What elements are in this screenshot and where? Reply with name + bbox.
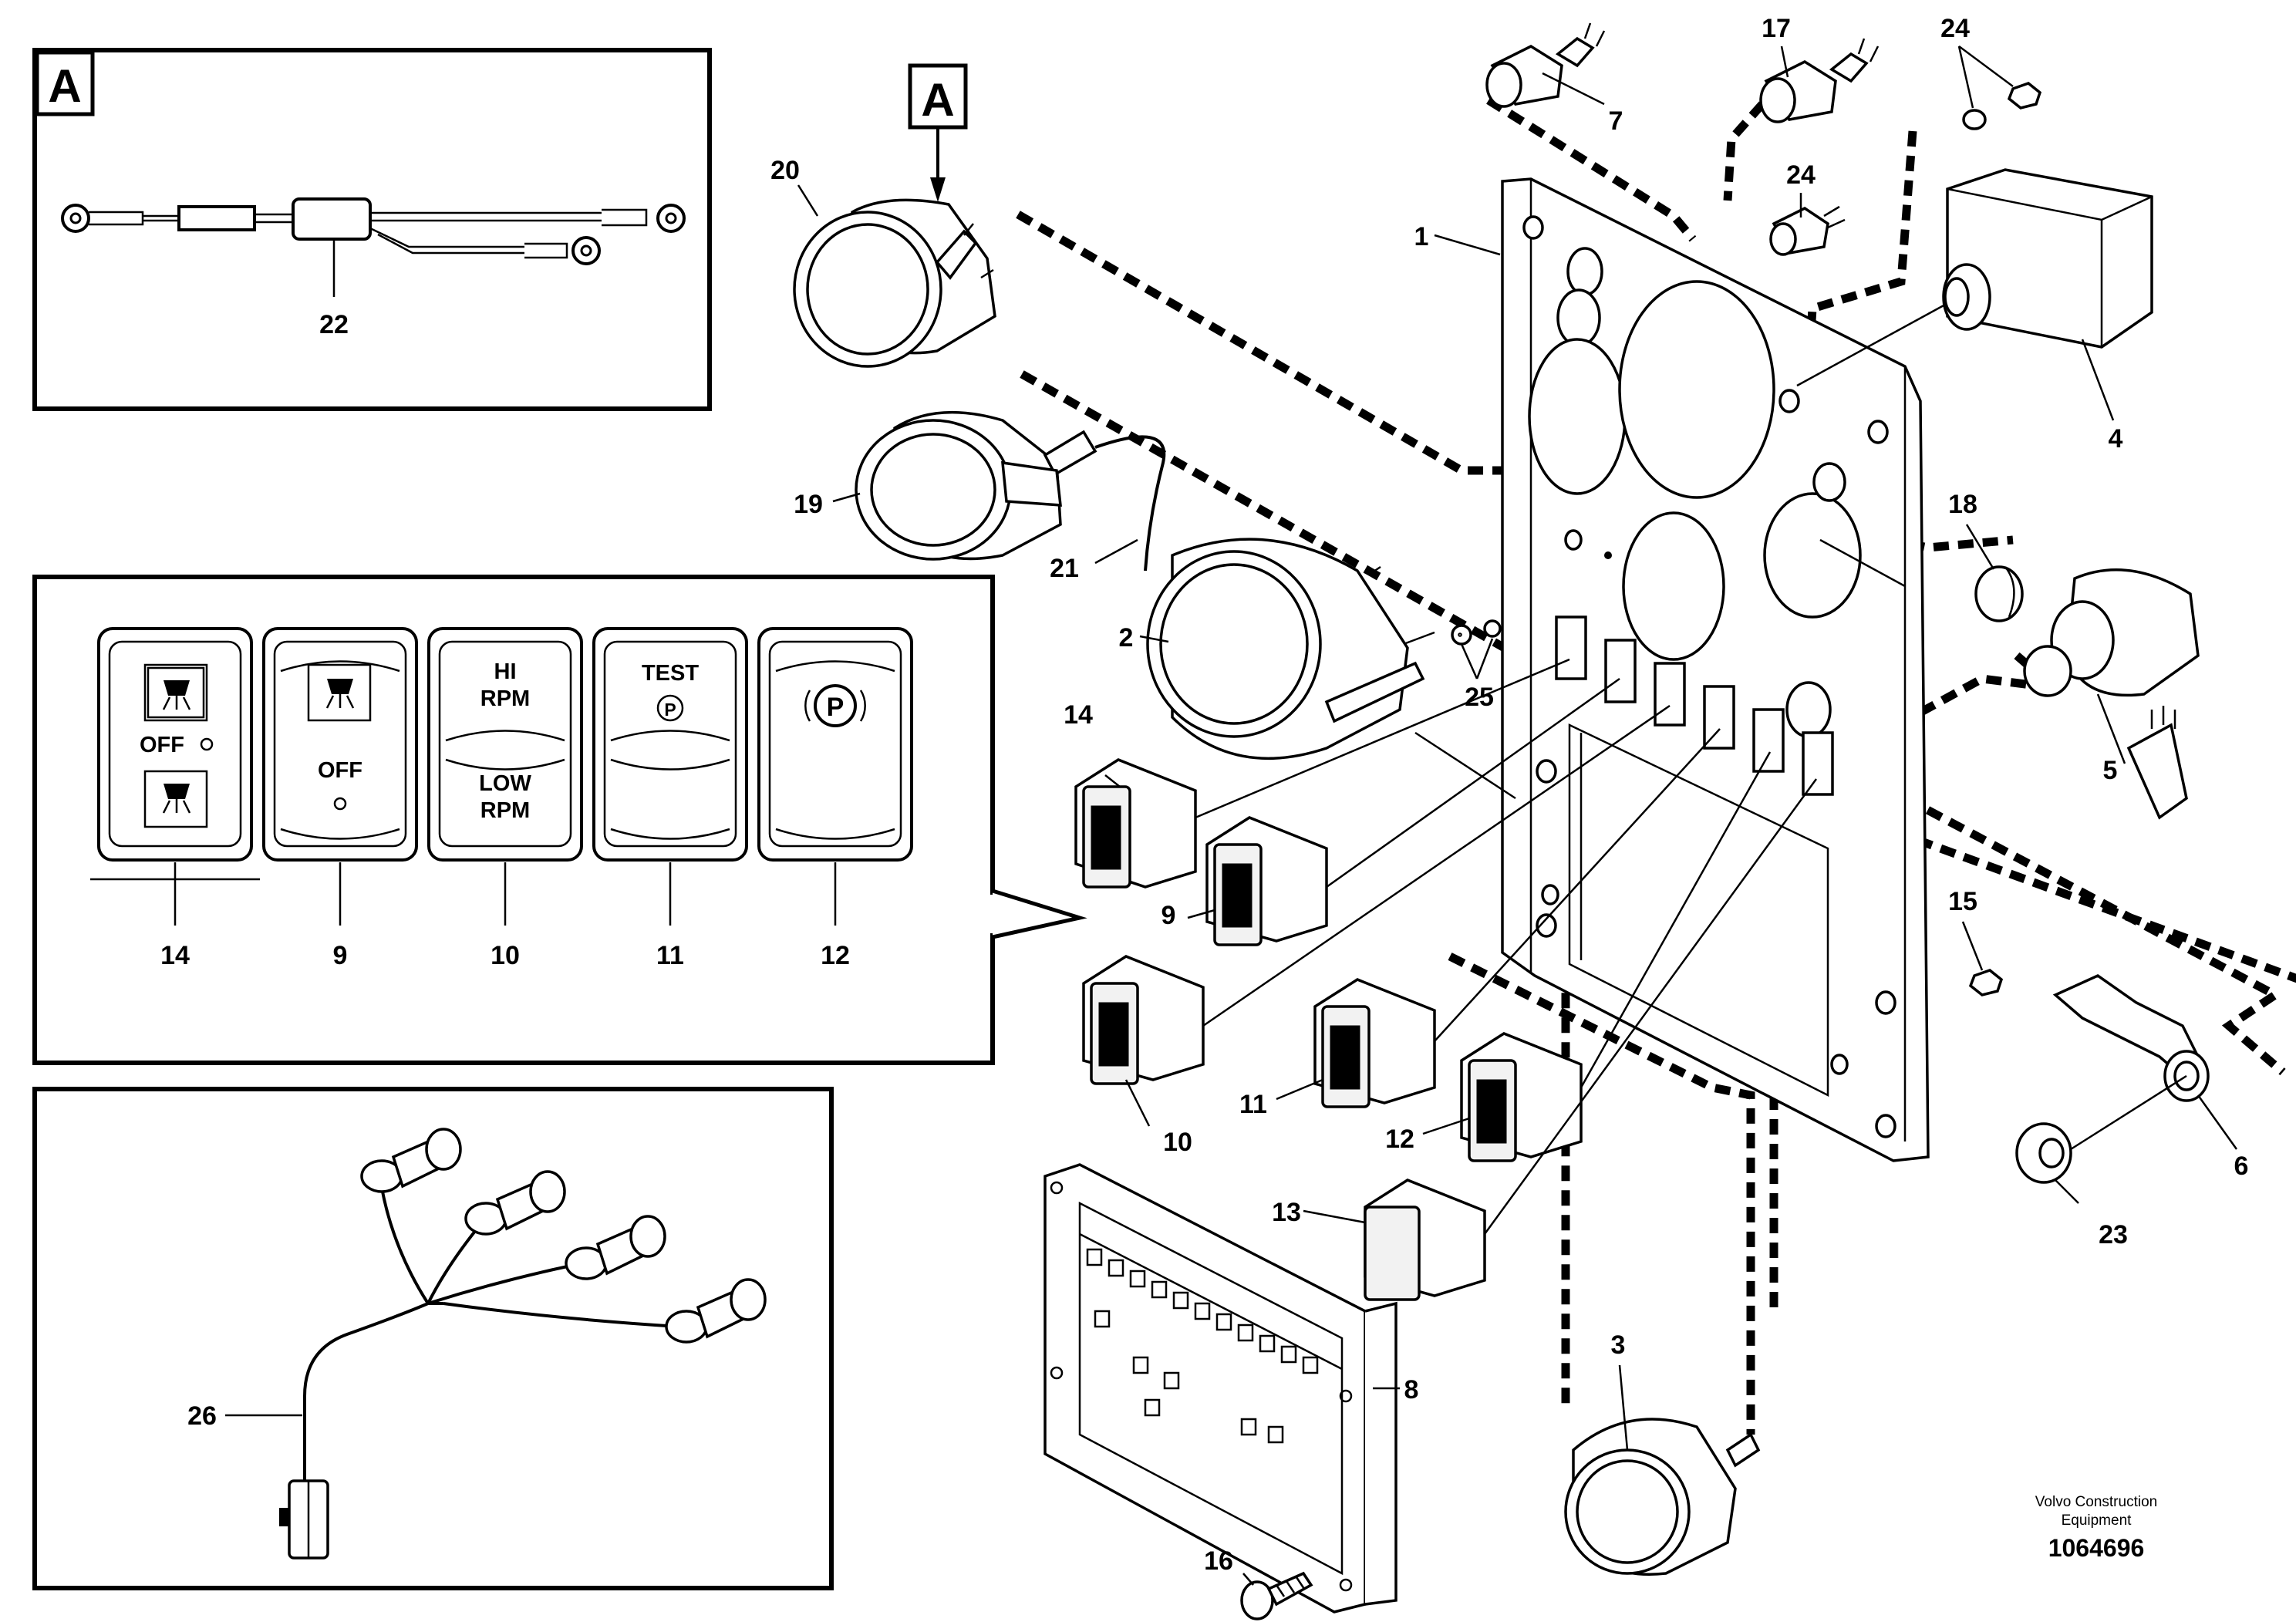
callout-22: 22: [319, 310, 349, 339]
callout-15: 15: [1948, 887, 1977, 916]
inset-a-cable: A 22: [32, 48, 712, 411]
switch-legend-inset: OFF 14 OFF 9 HI RPM: [32, 575, 1087, 1065]
callout-4: 4: [2109, 424, 2123, 454]
instrument-panel-1: [1501, 177, 1930, 1162]
gauge-20: [793, 198, 996, 368]
pressure-switch-17: [1759, 38, 1880, 123]
pressure-switch-24: [1769, 205, 1846, 256]
callout-leaders: [797, 45, 2238, 1586]
callout-1: 1: [1414, 222, 1429, 251]
gauge-3: [1564, 1418, 1761, 1576]
callout-21: 21: [1050, 554, 1079, 583]
callout-7: 7: [1609, 106, 1623, 136]
callout-9: 9: [1161, 901, 1176, 930]
figure-number: 1064696: [2048, 1534, 2145, 1562]
rocker-switch-14: [1074, 758, 1197, 889]
rocker-switch-11: [1313, 978, 1436, 1108]
buzzer-4: [1796, 168, 2153, 387]
inset-a-letter: A: [48, 60, 81, 112]
nut-15: [1968, 969, 2004, 996]
callout-26: 26: [187, 1401, 217, 1431]
callout-8: 8: [1404, 1375, 1419, 1404]
view-a-pointer: A: [908, 63, 968, 202]
lamp-18: [1974, 565, 2024, 622]
switch-10-hi: HI: [494, 659, 517, 684]
callout-24-mid: 24: [1786, 160, 1816, 190]
callout-25: 25: [1465, 683, 1494, 712]
callout-12-legend: 12: [821, 941, 850, 970]
part-5: [2023, 568, 2200, 820]
bulb-socket-1: [360, 1128, 462, 1193]
harness-connector: [279, 1479, 329, 1560]
footer-brand: Volvo Construction Equipment 1064696: [2035, 1494, 2157, 1562]
switch-12-face: P 12: [757, 627, 913, 970]
callout-18: 18: [1948, 490, 1977, 519]
switch-10-face: HI RPM LOW RPM 10: [427, 627, 583, 970]
callout-11: 11: [1239, 1090, 1267, 1119]
grommet-23: [2015, 1074, 2187, 1184]
brand-line-2: Equipment: [2062, 1512, 2132, 1529]
callout-9-legend: 9: [333, 941, 348, 970]
pressure-switch-7: [1485, 22, 1606, 108]
switch-10-low: LOW: [479, 771, 531, 796]
switch-9-face: OFF 9: [262, 627, 418, 970]
callout-24-top: 24: [1940, 14, 1970, 43]
switch-11-test: TEST: [642, 661, 699, 686]
callout-11-legend: 11: [656, 941, 684, 970]
rocker-switch-9: [1205, 816, 1328, 946]
callout-numbers: 1 2 3 4 5 6 7 8 9 10 11 12 13 14 15 16 1…: [770, 14, 2248, 1576]
callout-20: 20: [770, 156, 800, 185]
callout-2: 2: [1119, 623, 1134, 653]
blank-plug-13: [1364, 1179, 1486, 1301]
switch-10-rpm-top: RPM: [480, 686, 530, 711]
warning-lamp-panel-8: [1043, 1163, 1397, 1614]
rocker-switch-12: [1460, 1032, 1583, 1162]
callout-17: 17: [1762, 14, 1791, 43]
nut-washer-25: [1458, 632, 1462, 637]
callout-14-legend: 14: [160, 941, 190, 970]
gauge-19: [855, 410, 1097, 561]
callout-23: 23: [2099, 1220, 2128, 1249]
callout-3: 3: [1611, 1330, 1626, 1360]
lamp-grid: [1086, 1248, 1319, 1444]
inset-bulb-harness: 26: [32, 1087, 834, 1590]
callout-5: 5: [2103, 756, 2118, 785]
rocker-switch-10: [1082, 955, 1205, 1085]
callout-6: 6: [2234, 1152, 2249, 1181]
switch-9-label: OFF: [318, 758, 362, 783]
callout-12: 12: [1385, 1125, 1414, 1154]
switch-14-face: OFF 14: [90, 627, 260, 970]
switch-11-p: P: [664, 700, 676, 720]
callout-16: 16: [1204, 1546, 1233, 1576]
switch-10-rpm-bottom: RPM: [480, 798, 530, 823]
wire-21: [1094, 435, 1166, 572]
switch-leaders: [1195, 658, 1818, 1235]
switch-12-p: P: [827, 693, 845, 722]
view-a-letter: A: [921, 74, 954, 126]
gauge-2: [1146, 538, 1502, 760]
brand-line-1: Volvo Construction: [2035, 1494, 2157, 1510]
callout-13: 13: [1272, 1198, 1301, 1227]
bulb-socket-4: [665, 1278, 767, 1344]
callout-19: 19: [794, 490, 823, 519]
nut-washer-24: [1962, 82, 2042, 130]
callout-10: 10: [1163, 1128, 1192, 1157]
screw-16: [1240, 1571, 1313, 1620]
bulb-socket-2: [464, 1170, 566, 1236]
bulb-socket-3: [565, 1215, 666, 1280]
callout-10-legend: 10: [491, 941, 520, 970]
bracket-6: [2052, 973, 2210, 1102]
callout-14: 14: [1064, 700, 1093, 730]
switch-11-face: TEST P 11: [592, 627, 748, 970]
switch-14-label: OFF: [140, 733, 184, 757]
